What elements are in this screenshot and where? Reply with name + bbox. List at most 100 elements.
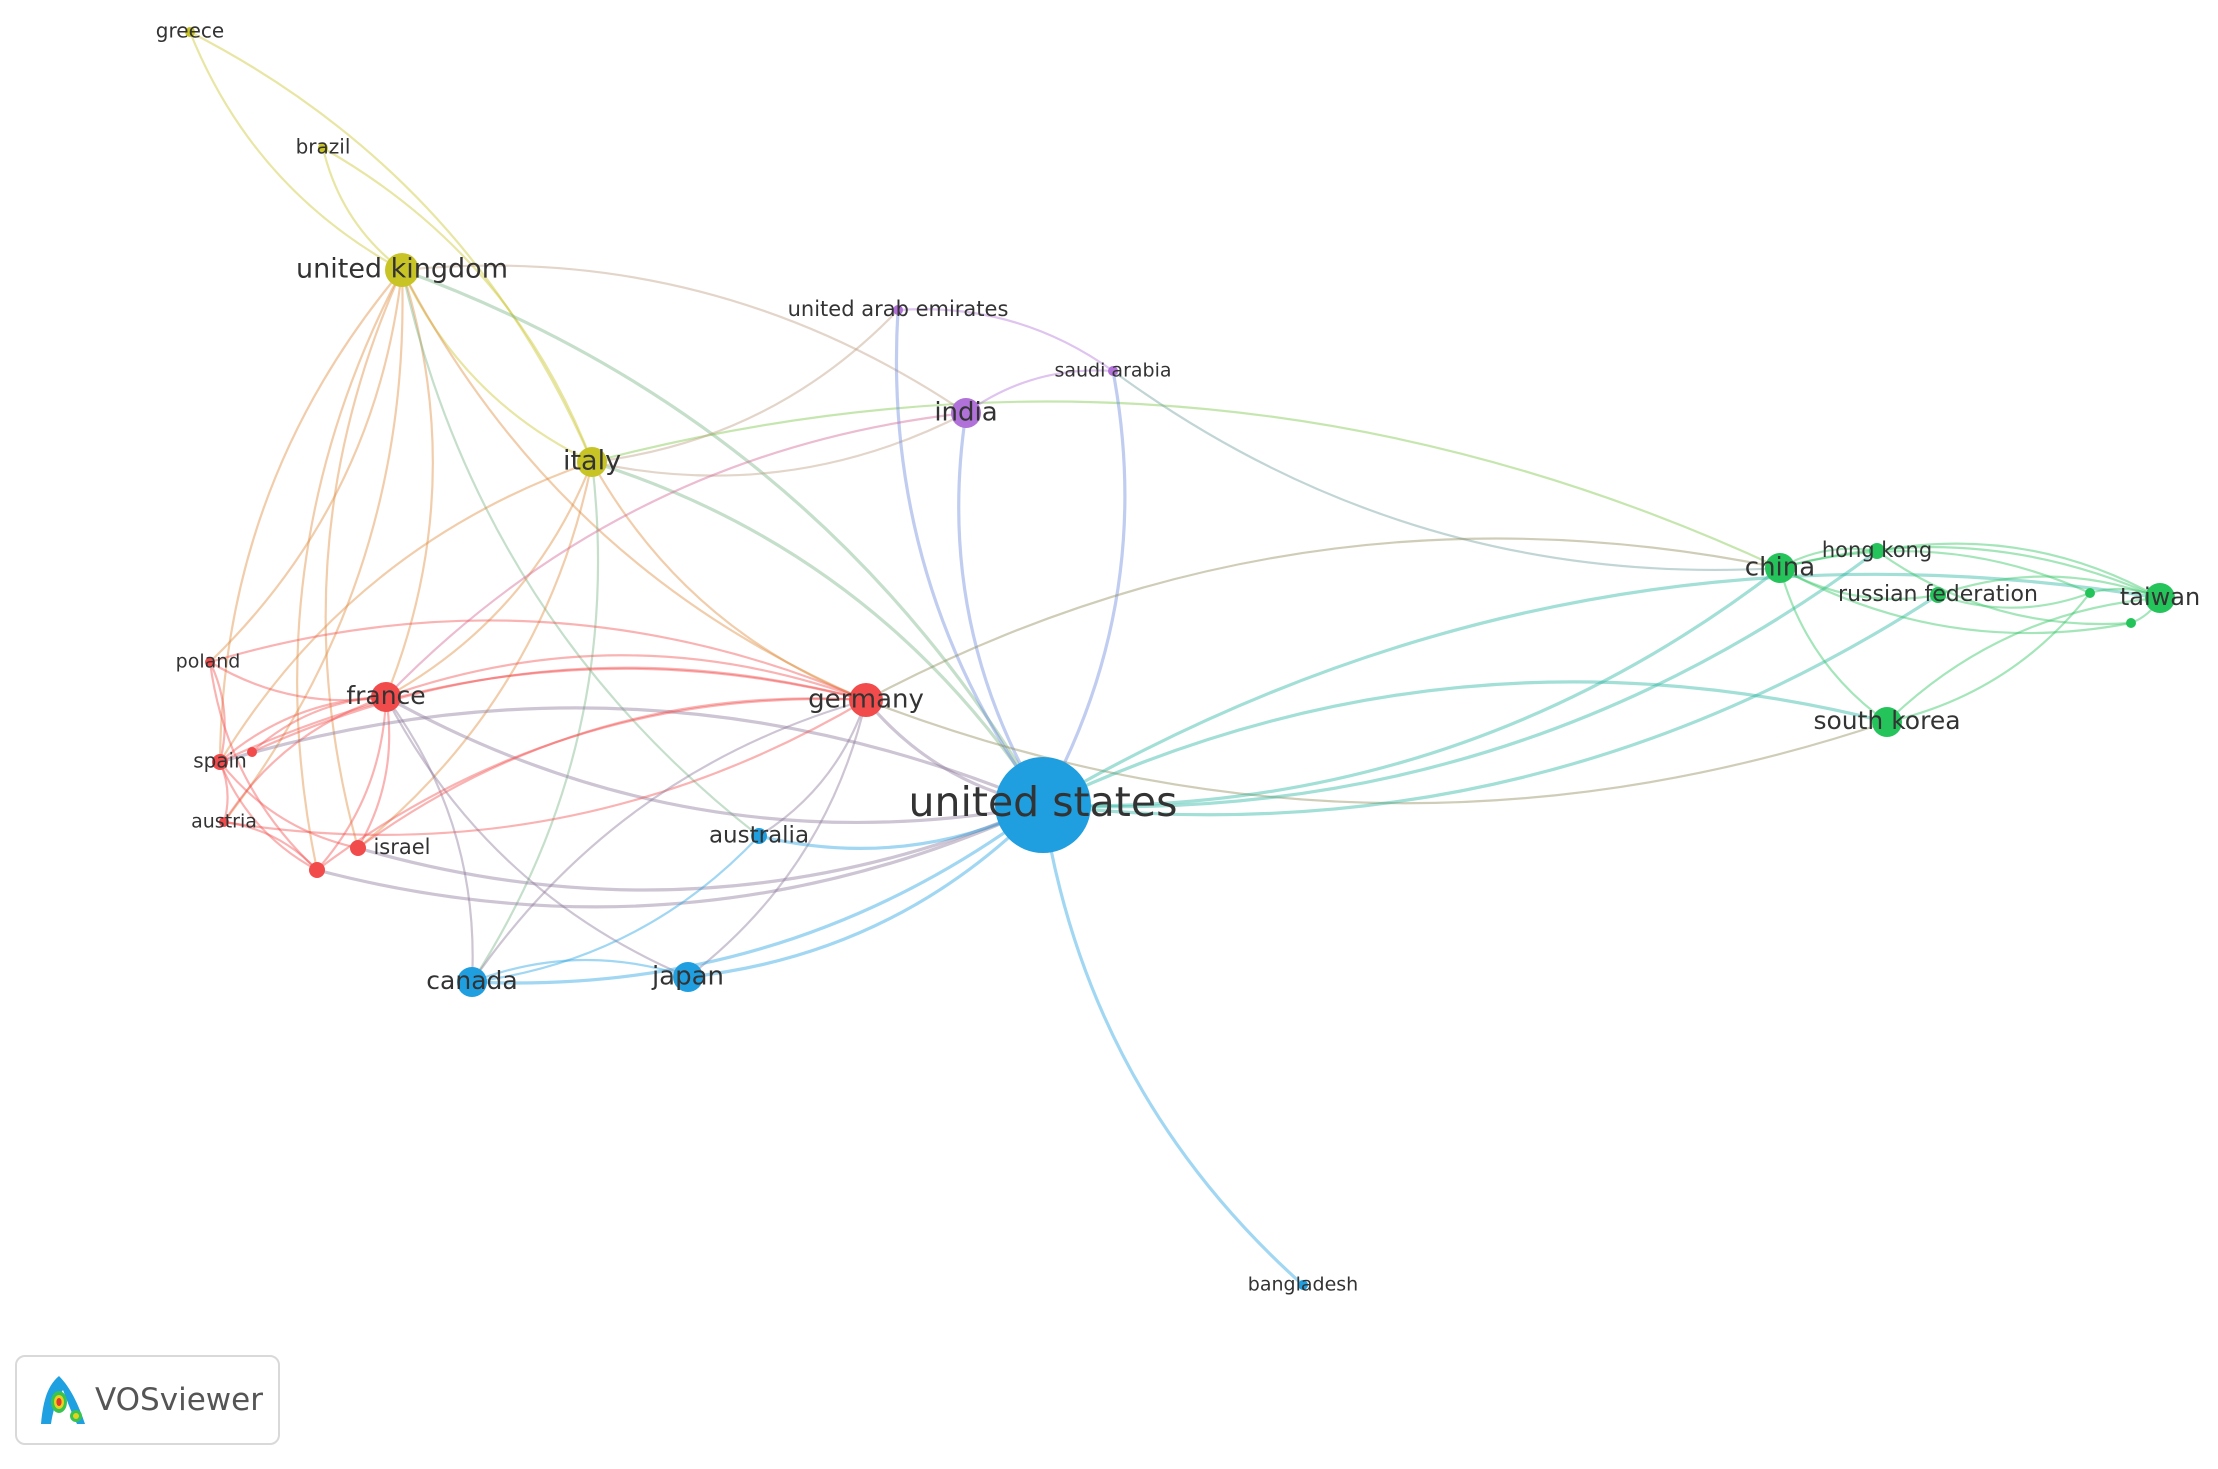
node-poland[interactable] — [205, 657, 215, 667]
node-germany[interactable] — [849, 683, 883, 717]
link-israel-united_states — [357, 803, 1044, 892]
node-saudi-arabia[interactable] — [1108, 366, 1118, 376]
node-spain[interactable] — [212, 754, 228, 770]
link-france-japan — [385, 696, 689, 979]
link-germany-australia — [758, 699, 868, 837]
link-austria-red_small_2 — [223, 820, 318, 871]
label-taiwan: taiwan — [2120, 583, 2200, 611]
node-united-kingdom[interactable] — [385, 253, 419, 287]
link-france-germany — [385, 654, 867, 702]
link-united_kingdom-israel — [324, 269, 404, 849]
link-israel-germany — [357, 697, 867, 849]
label-spain: spain — [193, 749, 247, 773]
link-united_kingdom-france — [384, 269, 434, 698]
link-poland-red_small_2 — [208, 661, 318, 871]
node-united-arab-emirates[interactable] — [893, 305, 903, 315]
label-china: china — [1745, 553, 1815, 583]
link-united_kingdom-red_small_2 — [296, 269, 403, 871]
link-austria-germany — [223, 699, 867, 836]
link-canada-united_states — [471, 803, 1044, 985]
link-france-red_small_1 — [251, 695, 387, 753]
link-india-france — [385, 411, 967, 698]
link-united_kingdom-germany — [401, 269, 867, 702]
link-united_arab_emirates-saudi_arabia — [897, 308, 1114, 372]
node-india[interactable] — [951, 398, 981, 428]
node-green-small-2[interactable] — [2126, 618, 2136, 628]
label-france: france — [346, 681, 425, 710]
link-united_kingdom-united_states — [401, 268, 1045, 806]
link-hong_kong-taiwan — [1876, 542, 2161, 599]
label-united-arab-emirates: united arab emirates — [788, 297, 1009, 321]
label-greece: greece — [156, 19, 224, 43]
link-red_small_1-germany — [251, 666, 867, 753]
label-bangladesh: bangladesh — [1248, 1274, 1358, 1296]
link-red_small_2-germany — [316, 697, 867, 871]
node-red-small-1[interactable] — [247, 747, 257, 757]
link-italy-spain — [219, 460, 593, 763]
link-italy-canada — [471, 461, 600, 983]
link-china-russian_federation — [1779, 567, 1939, 600]
label-poland: poland — [176, 651, 241, 673]
link-united_states-south_korea — [1042, 680, 1888, 807]
node-austria[interactable] — [219, 817, 229, 827]
node-brazil[interactable] — [318, 143, 328, 153]
link-france-israel — [357, 696, 391, 849]
link-brazil-united_kingdom — [321, 147, 403, 271]
link-china-green_small_1 — [1779, 550, 2091, 595]
link-germany-japan — [687, 699, 868, 978]
link-italy-india — [591, 412, 967, 477]
link-bangladesh-united_states — [1041, 804, 1305, 1287]
node-israel[interactable] — [350, 840, 366, 856]
node-green-small-1[interactable] — [2085, 588, 2095, 598]
link-united_kingdom-italy — [401, 269, 593, 463]
label-russian-federation: russian federation — [1838, 582, 2038, 607]
link-greece-united_kingdom — [188, 31, 403, 271]
link-canada-japan — [471, 958, 689, 984]
link-russian_federation-green_small_1 — [1937, 591, 2091, 609]
label-hong-kong: hong kong — [1822, 538, 1932, 562]
node-hong-kong[interactable] — [1869, 543, 1885, 559]
label-austria: austria — [191, 811, 257, 833]
node-canada[interactable] — [457, 967, 487, 997]
node-taiwan[interactable] — [2145, 583, 2175, 613]
node-bangladesh[interactable] — [1298, 1280, 1308, 1290]
link-france-austria — [223, 695, 387, 823]
node-france[interactable] — [371, 682, 401, 712]
link-china-taiwan — [1779, 546, 2161, 600]
label-germany: germany — [808, 685, 924, 715]
labels-layer: greece brazil united kingdom italy united ar… — [156, 19, 2200, 1296]
link-united_kingdom-india — [401, 264, 967, 414]
link-united_states-china — [1042, 566, 1781, 808]
node-china[interactable] — [1765, 553, 1795, 583]
node-italy[interactable] — [577, 447, 607, 477]
vosviewer-logo-icon — [41, 1376, 85, 1424]
link-united_kingdom-austria — [223, 269, 404, 823]
node-russian-federation[interactable] — [1930, 587, 1946, 603]
node-south-korea[interactable] — [1872, 707, 1902, 737]
node-red-small-2[interactable] — [309, 862, 325, 878]
link-italy-china — [591, 400, 1781, 569]
link-italy-france — [385, 461, 594, 698]
link-india-saudi_arabia — [965, 369, 1114, 414]
node-australia[interactable] — [751, 828, 767, 844]
link-germany-south_korea — [865, 698, 1888, 805]
link-united_kingdom-poland — [209, 269, 404, 663]
label-united-kingdom: united kingdom — [296, 254, 508, 285]
link-red_small_2-united_states — [316, 803, 1044, 909]
link-united_arab_emirates-united_states — [894, 309, 1045, 806]
node-japan[interactable] — [673, 962, 703, 992]
link-russian_federation-taiwan — [1937, 575, 2161, 600]
link-india-united_states — [957, 412, 1045, 806]
link-italy-germany — [591, 461, 867, 702]
label-south-korea: south korea — [1813, 706, 1960, 735]
label-italy: italy — [563, 446, 621, 477]
label-australia: australia — [709, 823, 809, 849]
node-united-states[interactable] — [995, 757, 1091, 853]
label-india: india — [934, 398, 997, 428]
link-spain-red_small_2 — [218, 761, 318, 871]
link-france-spain — [219, 695, 387, 763]
label-brazil: brazil — [296, 135, 351, 159]
link-spain-united_states — [219, 706, 1044, 807]
node-greece[interactable] — [185, 27, 195, 37]
